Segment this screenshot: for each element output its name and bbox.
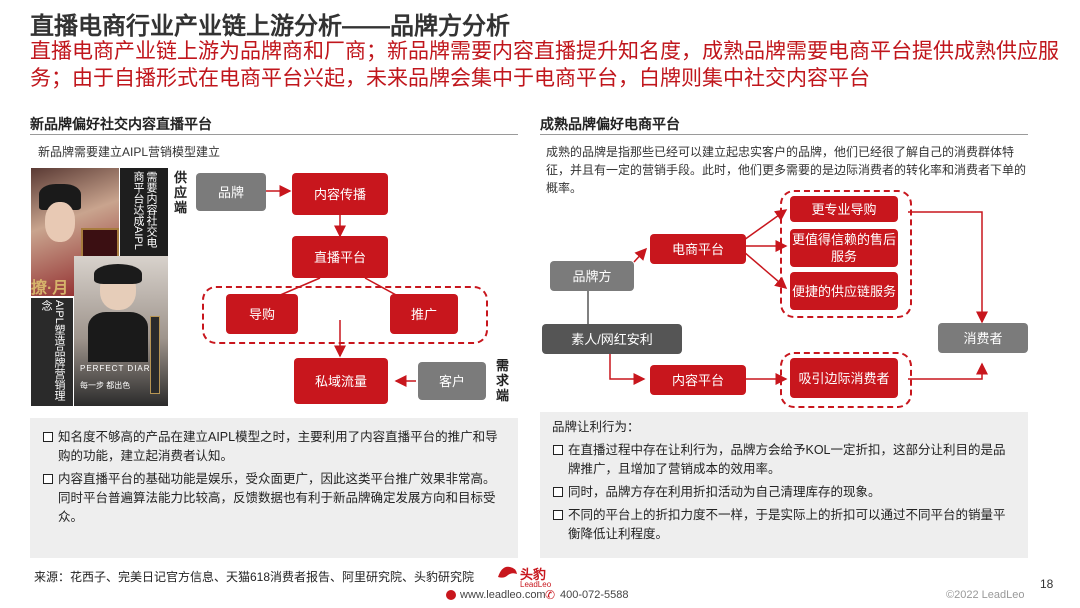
consumer-box: 消费者 xyxy=(938,323,1028,353)
page-subtitle: 直播电商产业链上游为品牌商和厂商；新品牌需要内容直播提升知名度，成熟品牌需要电商… xyxy=(30,40,1059,90)
left-section-heading: 新品牌偏好社交内容直播平台 xyxy=(30,116,212,132)
customer-box: 客户 xyxy=(418,362,486,400)
right-notes-panel: 品牌让利行为： 在直播过程中存在让利行为，品牌方会给予KOL一定折扣，这部分让利… xyxy=(540,412,1028,558)
left-note-2: 内容直播平台的基础功能是娱乐，受众面更广，因此这类平台推广效果非常高。同时平台普… xyxy=(42,470,506,527)
photo-top-label-box: 需要内容社交电商平台达成AIPL xyxy=(120,168,168,256)
web-icon xyxy=(446,590,456,600)
left-caption: 新品牌需要建立AIPL营销模型建立 xyxy=(38,145,221,159)
brand-logo-mark: 撩·月 xyxy=(31,280,69,297)
model2-hair-shape xyxy=(94,264,142,284)
right-section-heading: 成熟品牌偏好电商平台 xyxy=(540,116,680,132)
private-traffic-box: 私域流量 xyxy=(294,358,388,404)
logo-cn: 头豹 xyxy=(520,567,547,582)
right-description: 成熟的品牌是指那些已经可以建立起忠实客户的品牌，他们已经很了解自己的消费群体特征… xyxy=(546,145,1027,195)
right-note-2: 同时，品牌方存在利用折扣活动为自己清理库存的现象。 xyxy=(552,483,1016,502)
supply-side-label: 供应端 xyxy=(174,170,188,215)
phone-icon: ✆ xyxy=(545,588,556,602)
right-notes-title: 品牌让利行为： xyxy=(552,420,640,434)
live-platform-box: 直播平台 xyxy=(292,236,388,278)
perfect-diary-photo: PERFECT DIARY 每一步 都出色 xyxy=(74,256,168,406)
guide-box: 导购 xyxy=(226,294,298,334)
leopard-logo-icon xyxy=(496,563,518,583)
right-note-3: 不同的平台上的折扣力度不一样，于是实际上的折扣可以通过不同平台的销量平衡降低让利… xyxy=(552,506,1016,544)
website-link[interactable]: www.leadleo.com xyxy=(460,589,546,601)
logo-en: LeadLeo xyxy=(520,580,552,589)
left-notes-panel: 知名度不够高的产品在建立AIPL模型之时，主要利用了内容直播平台的推广和导购的功… xyxy=(30,418,518,558)
right-brand-box: 品牌方 xyxy=(550,261,634,291)
right-flow-connectors xyxy=(587,209,988,385)
after-sales-box: 更值得信赖的售后服务 xyxy=(790,229,898,267)
kol-recommend-box: 素人/网红安利 xyxy=(542,324,682,354)
model2-body-shape xyxy=(88,312,148,362)
source-note: 来源：花西子、完美日记官方信息、天猫618消费者报告、阿里研究院、头豹研究院 xyxy=(34,570,475,584)
photo-slogan: 每一步 都出色 xyxy=(80,381,131,390)
copyright: ©2022 LeadLeo xyxy=(946,589,1025,601)
page-title: 直播电商行业产业链上游分析——品牌方分析 xyxy=(30,13,510,40)
left-section-divider xyxy=(30,134,518,135)
content-spread-box: 内容传播 xyxy=(292,173,388,215)
photo-top-label: 需要内容社交电商平台达成AIPL xyxy=(132,171,157,250)
page-number: 18 xyxy=(1040,577,1054,591)
photo-bottom-label: AIPL塑造品牌营销理念 xyxy=(40,300,65,401)
lipstick-product xyxy=(150,316,160,394)
content-platform-box: 内容平台 xyxy=(650,365,746,395)
demand-side-label: 需求端 xyxy=(496,358,510,403)
left-brand-box: 品牌 xyxy=(196,173,266,211)
photo-bottom-label-box: AIPL塑造品牌营销理念 xyxy=(31,298,73,406)
right-dashed-group-bottom xyxy=(780,352,912,408)
right-section-divider xyxy=(540,134,1028,135)
right-dashed-group-top xyxy=(780,190,912,318)
right-note-1: 在直播过程中存在让利行为，品牌方会给予KOL一定折扣，这部分让利目的是品牌推广，… xyxy=(552,441,1016,479)
promo-box: 推广 xyxy=(390,294,458,334)
supply-chain-box: 便捷的供应链服务 xyxy=(790,272,898,310)
photo-overlay-text: PERFECT DIARY xyxy=(80,364,157,373)
attract-marginal-box: 吸引边际消费者 xyxy=(790,358,898,398)
ecommerce-platform-box: 电商平台 xyxy=(650,234,746,264)
left-note-1: 知名度不够高的产品在建立AIPL模型之时，主要利用了内容直播平台的推广和导购的功… xyxy=(42,428,506,466)
model-face-shape xyxy=(45,202,75,242)
pro-guide-box: 更专业导购 xyxy=(790,196,898,222)
phone-number: 400-072-5588 xyxy=(560,589,629,601)
left-dashed-group xyxy=(202,286,488,344)
